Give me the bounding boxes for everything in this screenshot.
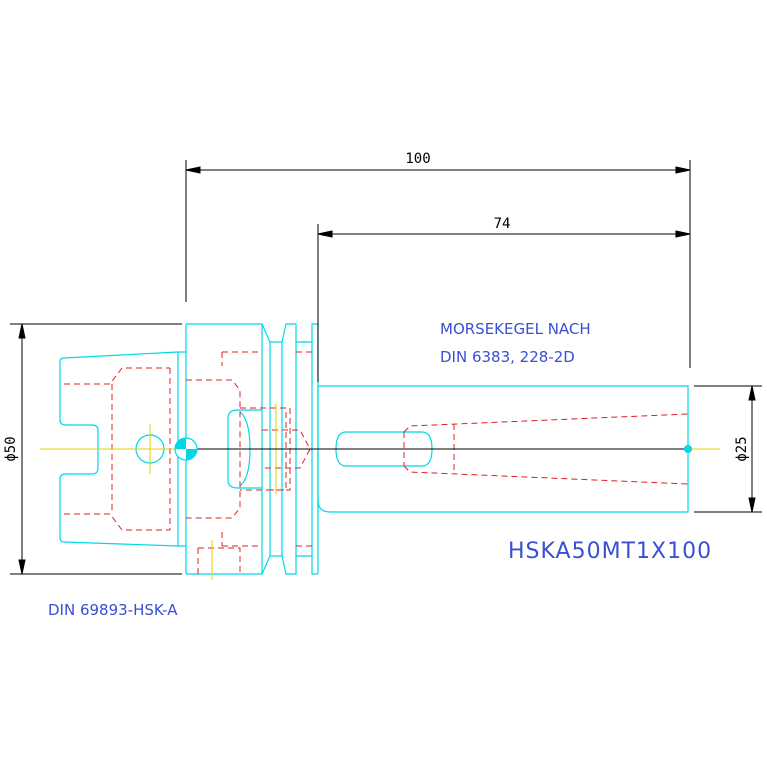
taper-note-line1: MORSEKEGEL NACH (440, 320, 591, 338)
origin-marker (174, 437, 198, 461)
taper-note-line2: DIN 6383, 228-2D (440, 348, 575, 366)
standard-note: DIN 69893-HSK-A (48, 601, 178, 619)
dimension-lines (10, 160, 762, 575)
dimension-overall-length: 100 (405, 151, 430, 167)
end-marker (684, 445, 692, 453)
flange-outline (186, 323, 318, 575)
dimension-taper-length: 74 (494, 216, 511, 232)
part-number: HSKA50MT1X100 (508, 539, 712, 564)
dimension-shank-diameter: ϕ25 (734, 436, 750, 461)
dimension-flange-diameter: ϕ50 (3, 436, 19, 461)
